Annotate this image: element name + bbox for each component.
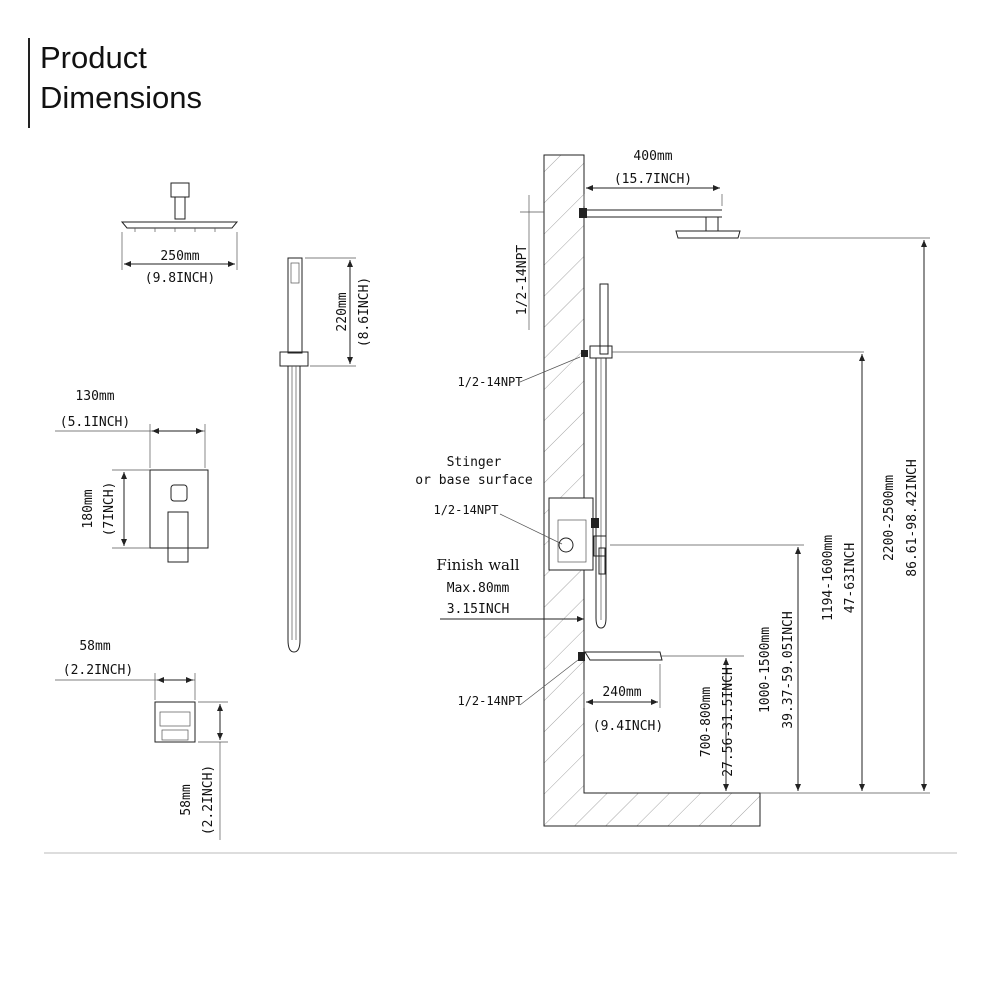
tub-length-inch-label: (9.4INCH)	[593, 719, 663, 734]
valve-height-inch-label: (7INCH)	[102, 482, 117, 537]
head-height-inch-label: 86.61-98.42INCH	[905, 459, 920, 576]
valve-install-height-inch-label: 39.37-59.05INCH	[781, 611, 796, 728]
spout-width-inch-label: (2.2INCH)	[63, 663, 133, 678]
valve-height-label: 180mm	[81, 489, 96, 528]
arm-length-label: 400mm	[633, 149, 672, 164]
finish-wall-label-2: Max.80mm	[447, 581, 510, 596]
title-line-2: Dimensions	[40, 80, 202, 115]
spout-height-label: 58mm	[179, 784, 194, 815]
tub-height-label: 700-800mm	[699, 687, 714, 758]
valve-trim-plate	[149, 469, 209, 563]
valve-body	[557, 518, 607, 575]
stinger-label-2: or base surface	[415, 473, 533, 488]
slide-bar	[581, 283, 613, 629]
spout-height-inch-label: (2.2INCH)	[201, 765, 216, 835]
title-line-1: Product	[40, 40, 147, 75]
hand-height-label: 220mm	[335, 292, 350, 331]
tub-spout	[154, 701, 196, 743]
arm-length-inch-label: (15.7INCH)	[614, 172, 692, 187]
valve-install-height-label: 1000-1500mm	[758, 627, 773, 713]
shower-arm	[579, 208, 741, 239]
finish-wall-label-3: 3.15INCH	[447, 602, 510, 617]
head-height-label: 2200-2500mm	[882, 475, 897, 561]
valve-width-inch-label: (5.1INCH)	[60, 415, 130, 430]
rain-shower-head	[120, 182, 239, 232]
npt-mid-label: 1/2-14NPT	[457, 375, 522, 389]
title-accent-bar	[28, 38, 30, 128]
stinger-label-1: Stinger	[447, 455, 502, 470]
hand-height-inch-label: (8.6INCH)	[357, 277, 372, 347]
spout-width-label: 58mm	[79, 639, 110, 654]
hand-shower	[279, 257, 309, 653]
npt-valve-label: 1/2-14NPT	[433, 503, 498, 517]
npt-top-label: 1/2-14NPT	[515, 245, 530, 316]
finish-wall-label-1: Finish wall	[436, 556, 519, 574]
slide-bar-height-inch-label: 47-63INCH	[843, 543, 858, 613]
rain-width-inch-label: (9.8INCH)	[145, 271, 215, 286]
npt-low-label: 1/2-14NPT	[457, 694, 522, 708]
wall-tub-spout	[578, 651, 663, 661]
valve-width-label: 130mm	[75, 389, 114, 404]
rain-width-label: 250mm	[160, 249, 199, 264]
tub-length-label: 240mm	[602, 685, 641, 700]
tub-height-inch-label: 27.56-31.5INCH	[721, 667, 736, 777]
page-title: Product Dimensions	[40, 38, 202, 118]
slide-bar-height-label: 1194-1600mm	[821, 535, 836, 621]
